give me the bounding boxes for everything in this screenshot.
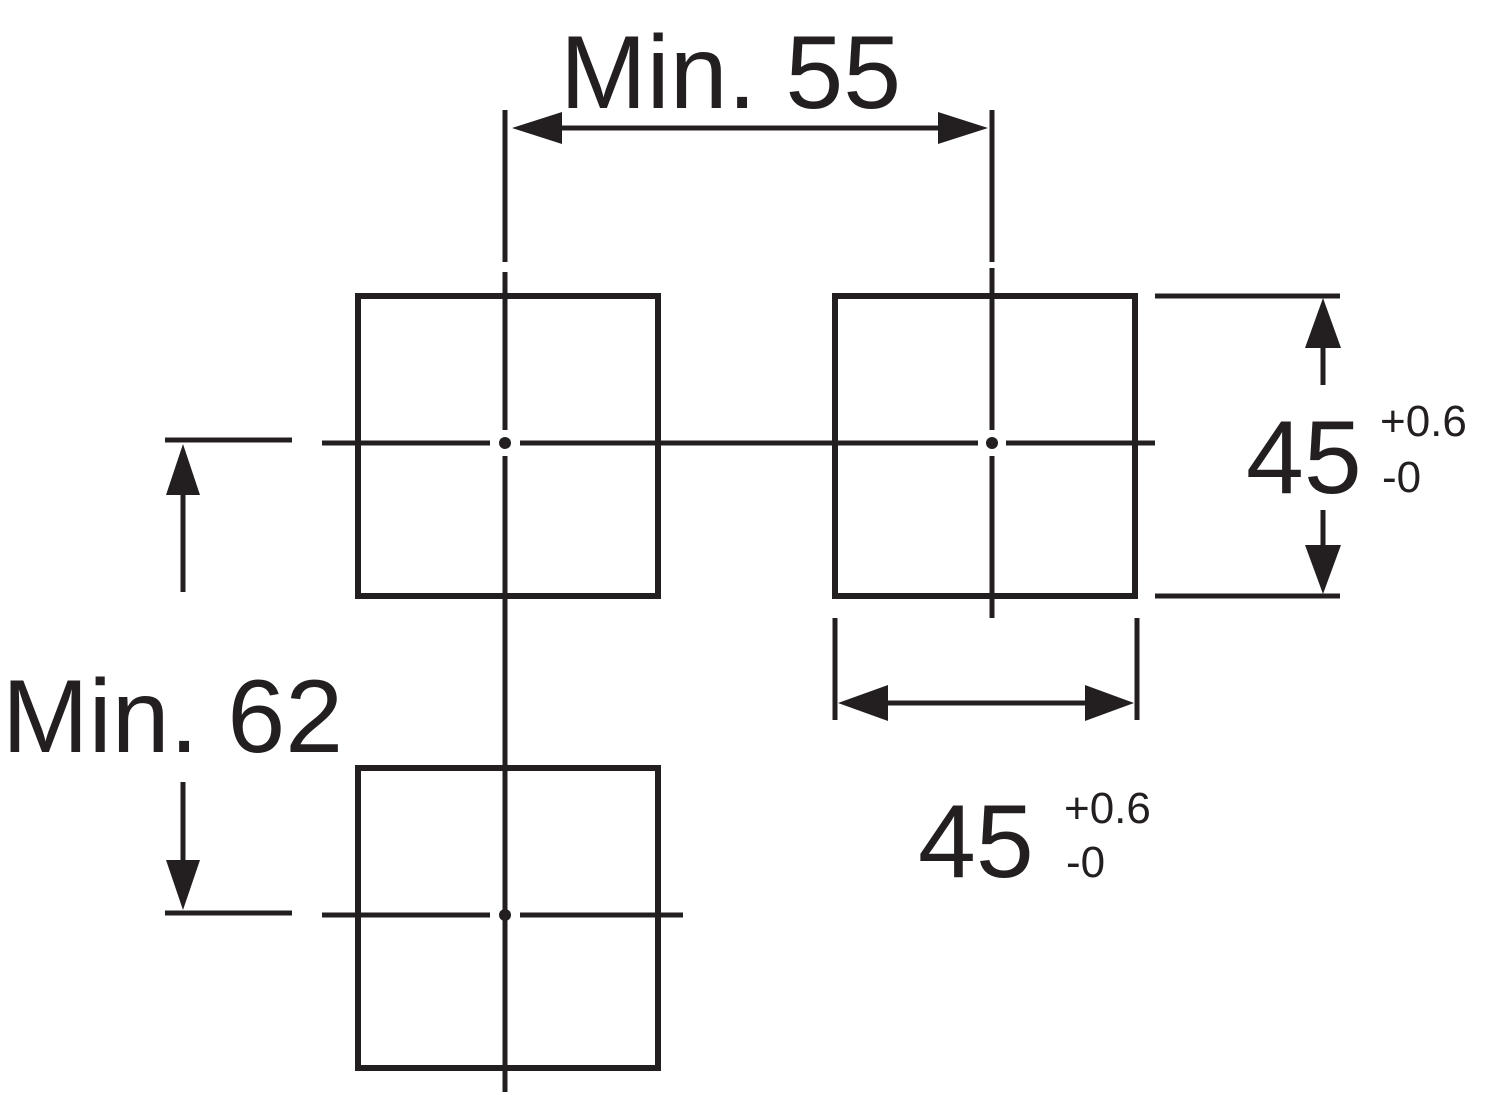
cutout-top-right (832, 293, 1138, 599)
dimension-cutout-height: 45 +0.6 -0 (1155, 293, 1467, 599)
label-width-value: 45 (918, 784, 1034, 900)
label-height-tol-lower: -0 (1382, 453, 1421, 502)
dimension-vertical-spacing: Min. 62 (2, 437, 343, 916)
label-min-55: Min. 55 (560, 15, 901, 131)
label-min-62: Min. 62 (2, 659, 343, 775)
centerlines-top-left (322, 110, 978, 1092)
cutout-top-left (355, 293, 661, 599)
label-width-tol-upper: +0.6 (1064, 784, 1151, 833)
label-width-tol-lower: -0 (1066, 838, 1105, 887)
label-height-tol-upper: +0.6 (1380, 397, 1467, 446)
cutout-bottom-left (355, 765, 661, 1071)
centerlines-bottom-left (322, 909, 683, 921)
dimension-cutout-width: 45 +0.6 -0 (832, 618, 1151, 900)
label-height-value: 45 (1246, 400, 1362, 516)
dimension-horizontal-spacing: Min. 55 (512, 15, 988, 144)
centerlines-top-right (986, 110, 1155, 618)
